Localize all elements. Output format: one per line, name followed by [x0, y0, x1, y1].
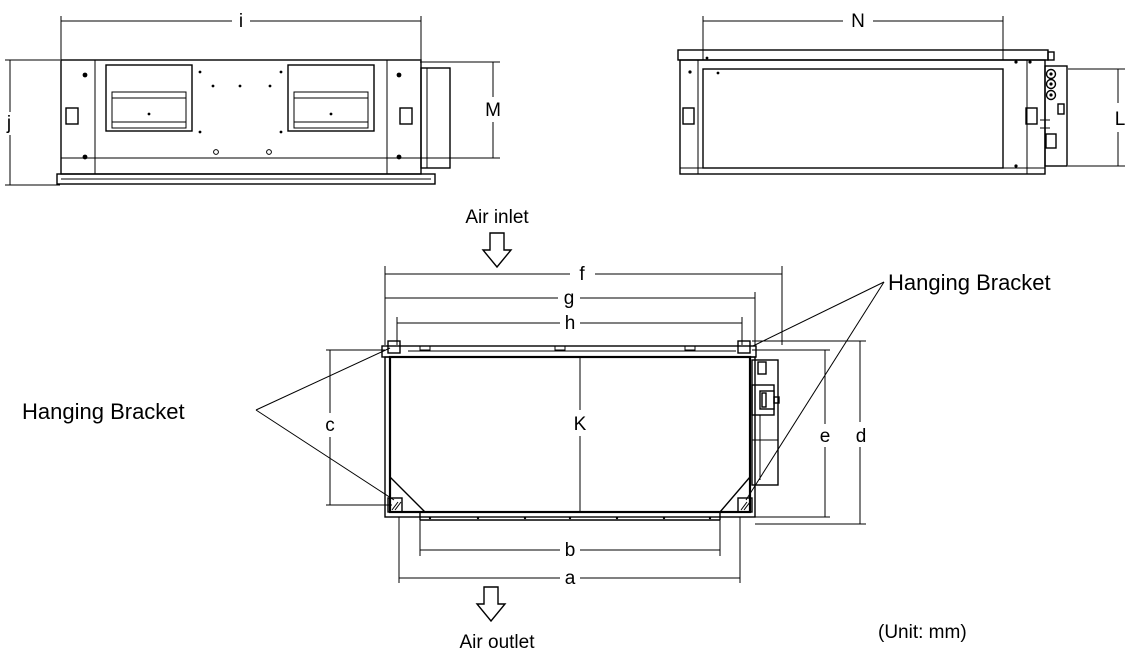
front-fan-outlet-left [105, 64, 193, 132]
dim-f-label: f [579, 264, 585, 285]
hanging-bracket-left-label: Hanging Bracket [22, 399, 185, 424]
dim-e-label: e [820, 426, 831, 447]
side-view: N L [677, 11, 1125, 175]
front-view: i j M [5, 11, 501, 186]
dim-c-label: c [325, 415, 335, 436]
front-fan-outlet-right [287, 64, 375, 132]
dim-N-label: N [851, 11, 865, 32]
dim-d-label: d [856, 426, 867, 447]
air-outlet-arrow-icon [475, 586, 507, 623]
air-inlet-arrow-icon [481, 232, 513, 269]
dim-K-label: K [574, 414, 587, 435]
dim-a-label: a [565, 568, 576, 589]
unit-note: (Unit: mm) [878, 622, 967, 643]
top-view: Air inlet f g h [22, 207, 1051, 653]
dim-j-label: j [6, 113, 11, 134]
air-inlet-label: Air inlet [465, 207, 529, 228]
dim-h-label: h [565, 313, 576, 334]
dim-M-label: M [485, 100, 501, 121]
dim-g-label: g [564, 288, 575, 309]
air-outlet-label: Air outlet [460, 632, 536, 653]
dim-b-label: b [565, 540, 576, 561]
dim-L-label: L [1115, 109, 1125, 130]
dim-i-label: i [239, 11, 243, 32]
hanging-bracket-right-label: Hanging Bracket [888, 270, 1051, 295]
